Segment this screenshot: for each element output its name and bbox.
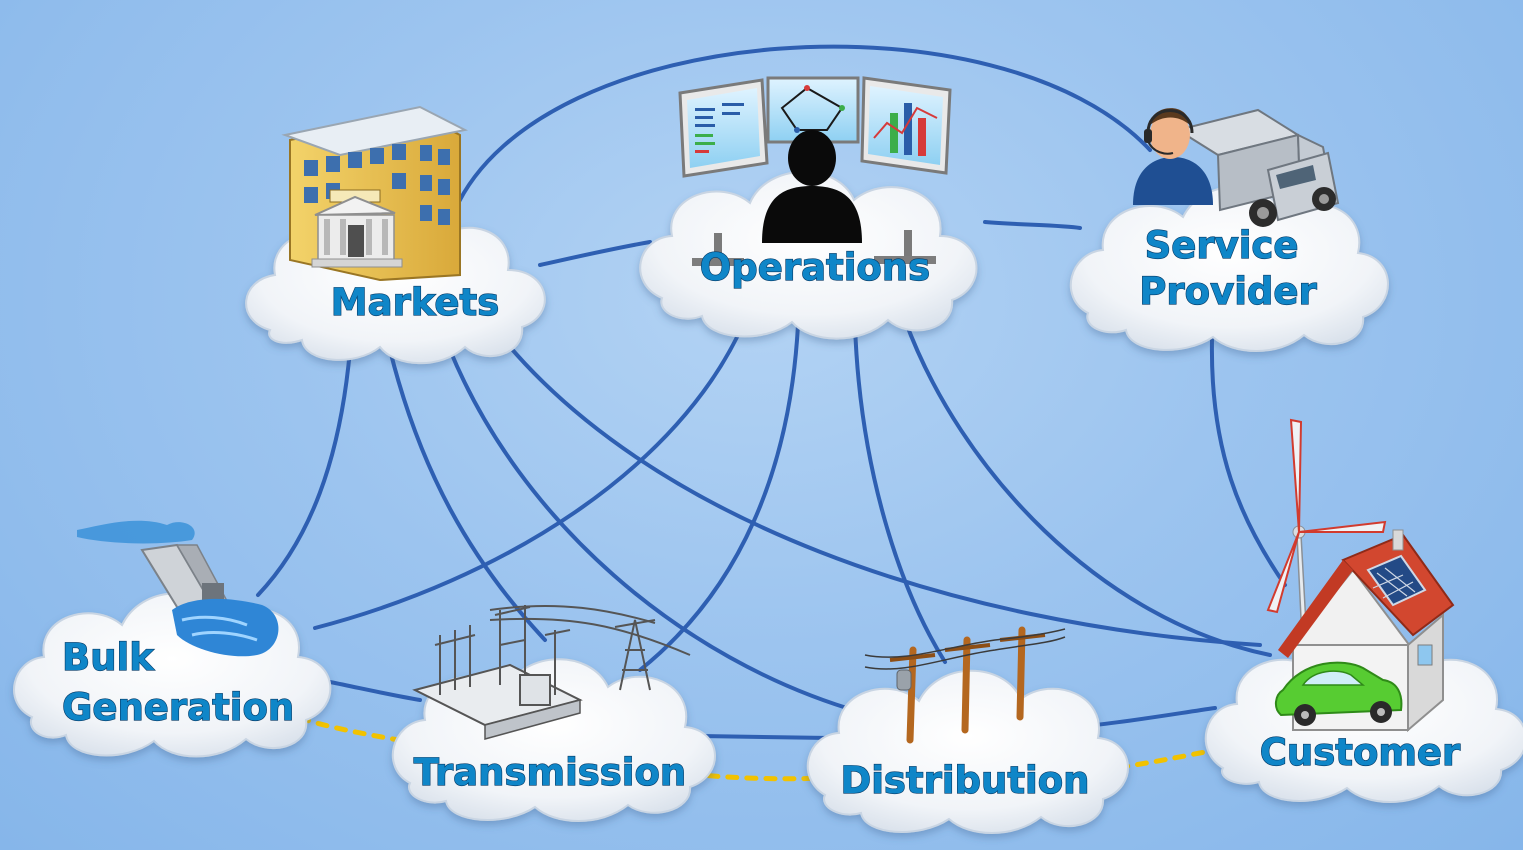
monitor-right-icon — [860, 76, 952, 264]
label-line: Transmission — [414, 751, 686, 794]
label-line: Distribution — [841, 759, 1090, 802]
label-line: Provider — [1139, 270, 1317, 313]
house-wind-solar-car-icon — [1266, 418, 1455, 733]
label-line: Operations — [700, 246, 930, 289]
control-room-icon — [678, 76, 952, 266]
link-distribution-customer — [1093, 706, 1217, 727]
link-service-provider-customer — [1209, 338, 1287, 587]
truck-icon — [1175, 108, 1340, 227]
node-label: Markets — [331, 281, 499, 324]
market-building-icon — [281, 105, 469, 282]
operator-silhouette-icon — [762, 130, 862, 243]
node-label: Service Provider — [1139, 224, 1317, 313]
hydro-dam-icon — [77, 520, 279, 657]
cloud-shape — [1069, 185, 1389, 352]
node-label: Distribution — [841, 759, 1090, 802]
power-flow-transmission-distribution — [687, 771, 823, 782]
link-operations-customer — [903, 318, 1272, 657]
service-technician-truck-icon — [1133, 108, 1340, 227]
node-label: Operations — [700, 246, 930, 289]
link-markets-customer — [498, 333, 1262, 647]
communication-links — [256, 44, 1287, 740]
link-markets-distribution — [448, 348, 862, 714]
node-label: Customer — [1260, 731, 1461, 774]
label-line: Generation — [62, 686, 294, 729]
node-customer: Customer — [1204, 418, 1523, 803]
link-operations-bulk-generation — [313, 318, 747, 630]
label-line: Markets — [331, 281, 499, 324]
node-distribution: Distribution — [806, 626, 1129, 834]
node-label: Bulk Generation — [62, 636, 294, 729]
node-service-provider: Service Provider — [1069, 108, 1389, 352]
power-flow-bulk-generation-transmission — [297, 715, 413, 745]
cloud-shape — [639, 170, 978, 340]
link-bulk-generation-transmission — [328, 680, 422, 702]
technician-headset-icon — [1133, 108, 1213, 205]
link-transmission-distribution — [698, 734, 832, 740]
link-markets-operations — [538, 240, 652, 267]
utility-poles-icon — [864, 626, 1066, 744]
link-operations-distribution — [853, 323, 947, 664]
link-markets-bulk-generation — [256, 348, 352, 597]
electric-car-icon — [1275, 661, 1403, 726]
node-operations: Operations — [639, 76, 978, 340]
node-markets: Markets — [245, 105, 546, 365]
label-line: Service — [1145, 224, 1299, 267]
label-line: Bulk — [62, 636, 155, 679]
substation-tower-icon — [412, 604, 691, 740]
cloud-shape — [806, 669, 1129, 834]
node-label: Transmission — [414, 751, 686, 794]
node-transmission: Transmission — [391, 604, 716, 822]
link-operations-service-provider — [983, 220, 1082, 230]
node-bulk-generation: Bulk Generation — [13, 520, 332, 758]
link-operations-transmission — [638, 323, 800, 672]
monitor-left-icon — [678, 78, 769, 266]
link-markets-service-provider — [453, 44, 1152, 212]
label-line: Customer — [1260, 731, 1461, 774]
